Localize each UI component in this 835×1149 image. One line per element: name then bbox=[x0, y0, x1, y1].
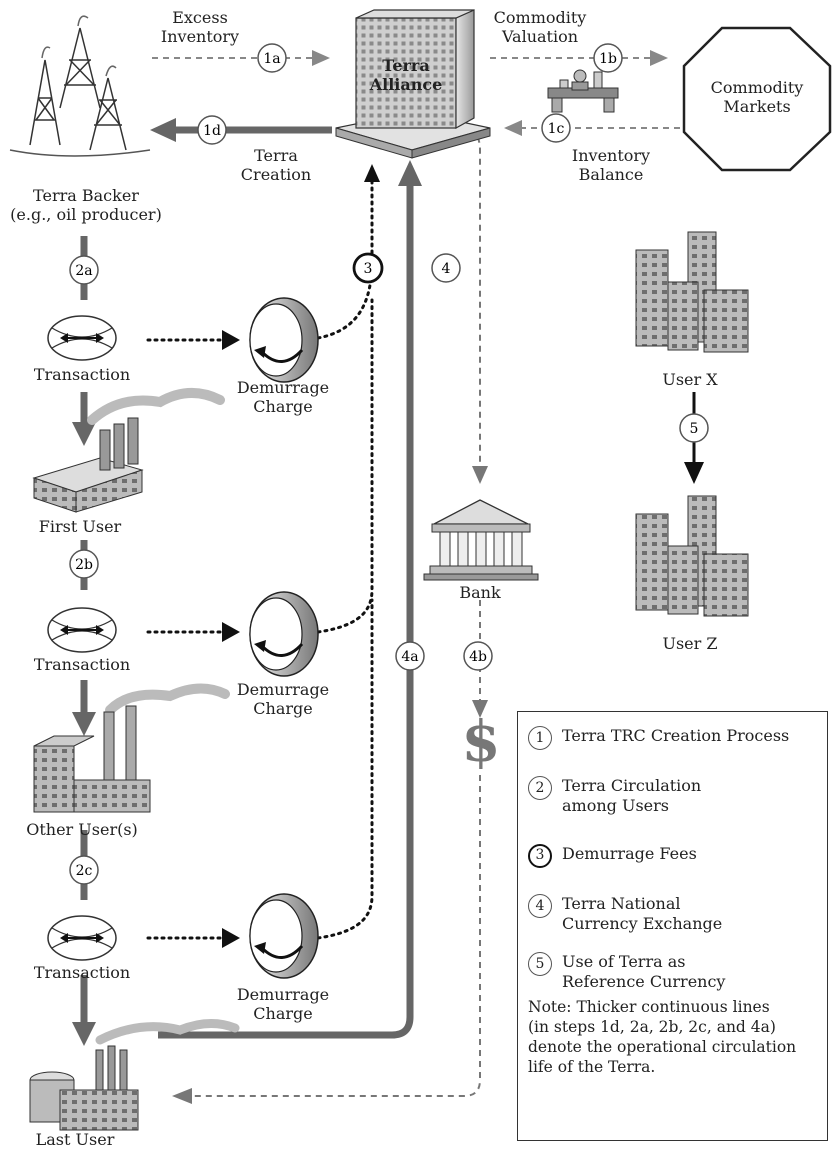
legend-item: 5 Use of Terra as Reference Currency bbox=[528, 952, 725, 992]
step-circle-1a: 1a bbox=[257, 43, 287, 73]
legend-text: Use of Terra as Reference Currency bbox=[562, 952, 726, 991]
handshake-icon bbox=[47, 607, 117, 653]
handshake-icon bbox=[47, 315, 117, 361]
legend-item: 1 Terra TRC Creation Process bbox=[528, 726, 789, 750]
other-users-label: Other User(s) bbox=[26, 820, 138, 839]
legend-number: 3 bbox=[528, 844, 552, 868]
svg-text:4: 4 bbox=[442, 261, 451, 277]
demurrage-arrowheads bbox=[222, 164, 380, 948]
svg-text:4a: 4a bbox=[401, 649, 418, 665]
svg-text:2a: 2a bbox=[75, 263, 92, 279]
terra-creation-label: Terra Creation bbox=[240, 146, 312, 184]
bank-icon bbox=[423, 499, 539, 581]
factory-icon bbox=[32, 387, 225, 513]
demurrage-charge-label: Demurrage Charge bbox=[236, 680, 330, 718]
legend-number: 2 bbox=[528, 776, 552, 800]
step-circle-1d: 1d bbox=[197, 115, 227, 145]
commodity-valuation-label: Commodity Valuation bbox=[493, 8, 587, 46]
bank-label: Bank bbox=[459, 583, 501, 602]
demurrage-dial-icon bbox=[249, 591, 319, 677]
arrow-1a bbox=[152, 50, 330, 66]
svg-text:2c: 2c bbox=[76, 863, 93, 879]
svg-text:1c: 1c bbox=[548, 121, 565, 137]
terra-backer-label: Terra Backer (e.g., oil producer) bbox=[10, 186, 162, 224]
legend-note: Note: Thicker continuous lines (in steps… bbox=[528, 998, 797, 1076]
legend-text: Terra Circulation among Users bbox=[562, 776, 702, 815]
skyscrapers-icon bbox=[635, 231, 749, 353]
legend-text: Terra TRC Creation Process bbox=[562, 726, 790, 745]
demurrage-dial-icon bbox=[249, 297, 319, 383]
svg-text:4b: 4b bbox=[469, 649, 487, 665]
step-circle-5: 5 bbox=[679, 413, 709, 443]
commodity-markets-octagon bbox=[682, 26, 832, 172]
legend-box: 1 Terra TRC Creation Process 2 Terra Cir… bbox=[517, 711, 828, 1141]
arrow-dollar-to-last-user bbox=[172, 775, 481, 1104]
user-x-label: User X bbox=[662, 370, 718, 389]
demurrage-charge-label: Demurrage Charge bbox=[236, 985, 330, 1023]
transaction-label: Transaction bbox=[33, 365, 131, 384]
dollar-sign: $ bbox=[461, 709, 501, 775]
step-circle-4a: 4a bbox=[395, 641, 425, 671]
step-circle-1c: 1c bbox=[541, 113, 571, 143]
svg-text:3: 3 bbox=[364, 261, 373, 277]
terra-alliance-label: Terra Alliance bbox=[369, 56, 443, 94]
step-circle-2b: 2b bbox=[69, 549, 99, 579]
arrow-1c bbox=[504, 120, 680, 136]
legend-text: Demurrage Fees bbox=[562, 844, 697, 863]
arrow-4 bbox=[437, 124, 488, 484]
demurrage-dial-icon bbox=[249, 893, 319, 979]
arrow-1b bbox=[490, 50, 668, 66]
transaction-label: Transaction bbox=[33, 963, 131, 982]
arrow-4b bbox=[472, 600, 488, 718]
arrow-4a bbox=[158, 160, 422, 1039]
handshake-icon bbox=[47, 915, 117, 961]
legend-number: 4 bbox=[528, 894, 552, 918]
factory-icon bbox=[29, 1019, 240, 1131]
svg-text:1b: 1b bbox=[599, 51, 617, 67]
last-user-label: Last User bbox=[35, 1130, 115, 1149]
factory-icon bbox=[33, 683, 230, 813]
skyscrapers-icon bbox=[635, 495, 749, 617]
step-circle-4: 4 bbox=[431, 253, 461, 283]
inventory-balance-label: Inventory Balance bbox=[571, 146, 651, 184]
circulation-arrowheads bbox=[72, 422, 96, 1046]
svg-text:2b: 2b bbox=[75, 557, 93, 573]
step-circle-1b: 1b bbox=[593, 43, 623, 73]
demurrage-lines bbox=[146, 176, 374, 940]
demurrage-charge-label: Demurrage Charge bbox=[236, 378, 330, 416]
svg-text:1d: 1d bbox=[203, 123, 221, 139]
first-user-label: First User bbox=[38, 517, 122, 536]
transaction-label: Transaction bbox=[33, 655, 131, 674]
step-circle-4b: 4b bbox=[463, 641, 493, 671]
step-circle-2a: 2a bbox=[69, 255, 99, 285]
svg-text:1a: 1a bbox=[263, 51, 280, 67]
svg-text:5: 5 bbox=[690, 421, 699, 437]
arrow-1d bbox=[150, 118, 332, 142]
step-circle-2c: 2c bbox=[69, 855, 99, 885]
commodity-markets-label: Commodity Markets bbox=[710, 78, 804, 116]
excess-inventory-label: Excess Inventory bbox=[160, 8, 240, 46]
legend-item: 4 Terra National Currency Exchange bbox=[528, 894, 722, 934]
legend-item: 2 Terra Circulation among Users bbox=[528, 776, 701, 816]
legend-number: 1 bbox=[528, 726, 552, 750]
user-z-label: User Z bbox=[662, 634, 718, 653]
oil-derricks-icon bbox=[9, 15, 151, 157]
legend-item: 3 Demurrage Fees bbox=[528, 844, 697, 868]
valuation-desk-icon bbox=[547, 69, 619, 113]
legend-text: Terra National Currency Exchange bbox=[562, 894, 723, 933]
terra-alliance-building-icon bbox=[335, 9, 491, 159]
legend-number: 5 bbox=[528, 952, 552, 976]
step-circle-3: 3 bbox=[352, 252, 384, 284]
